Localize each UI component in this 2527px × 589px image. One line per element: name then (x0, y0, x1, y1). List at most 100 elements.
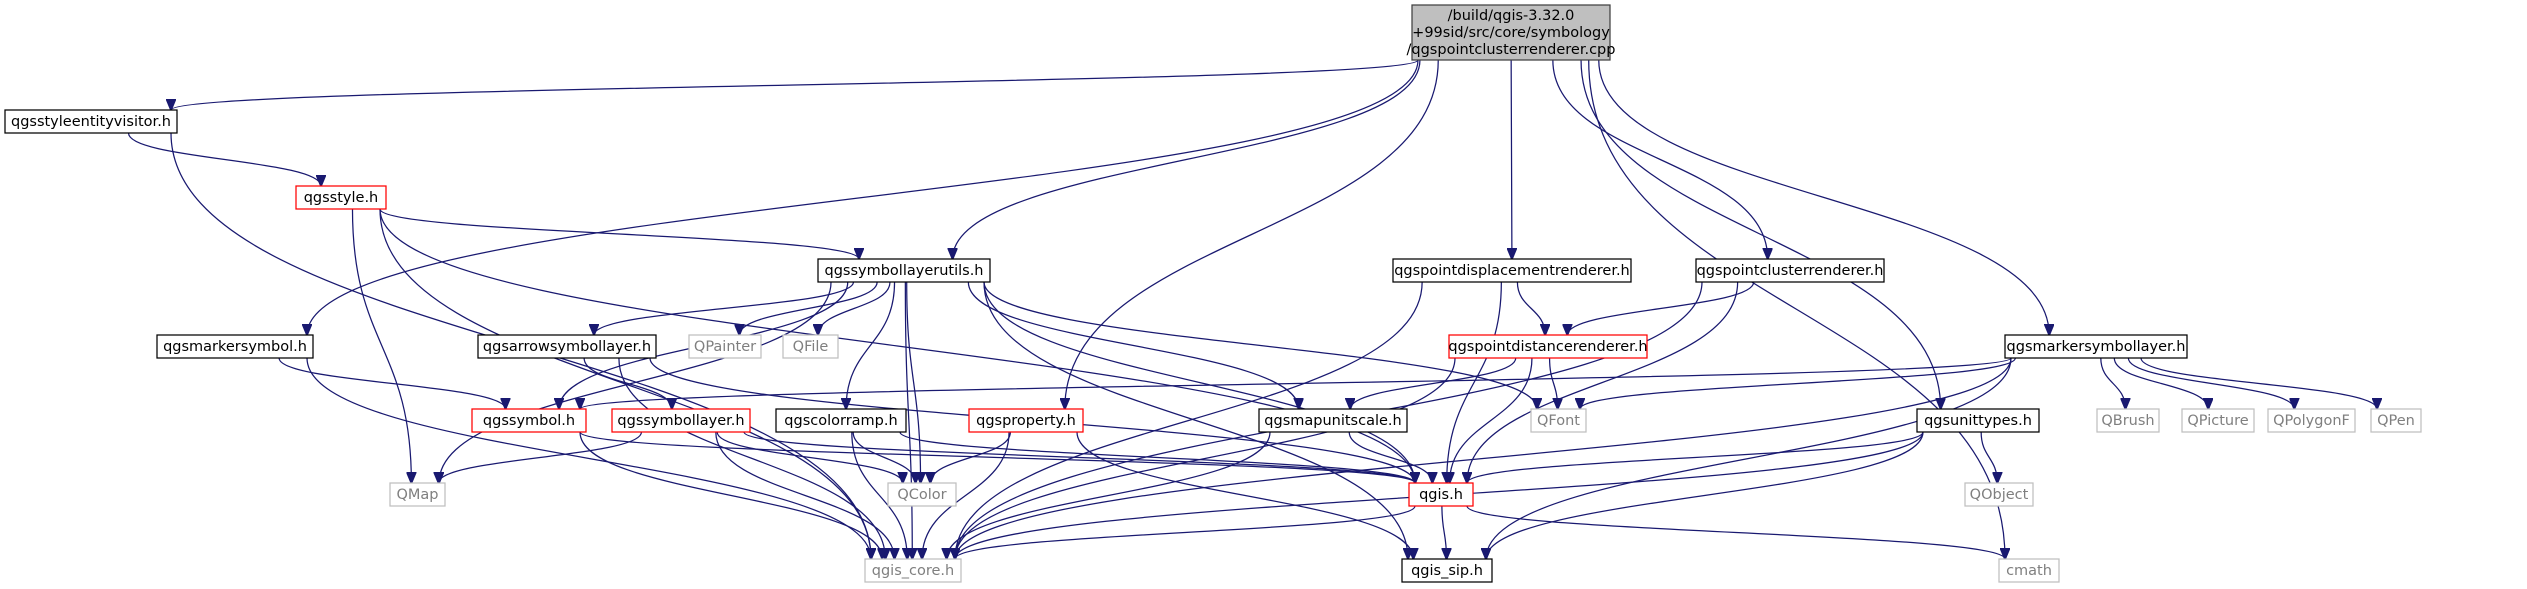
node-qgis_core[interactable]: qgis_core.h (864, 558, 962, 583)
node-qgsstyleentityvisitor[interactable]: qgsstyleentityvisitor.h (4, 109, 178, 134)
node-root-label: /build/qgis-3.32.0 (1448, 8, 1575, 24)
edge-qgsmapunitscale-to-qgis (1348, 431, 1432, 483)
node-qgsunittypes[interactable]: qgsunittypes.h (1916, 408, 2040, 433)
edge-qgssymbollayerutils-to-QMap (439, 281, 832, 483)
edge-qgsmarkersymbollayer-to-QBrush (2100, 357, 2126, 409)
node-qgsstyleentityvisitor-label: qgsstyleentityvisitor.h (11, 114, 171, 130)
node-root[interactable]: /build/qgis-3.32.0+99sid/src/core/symbol… (1407, 4, 1616, 61)
edge-root-to-qgssymbollayerutils (953, 59, 1421, 259)
node-qgis_core-label: qgis_core.h (872, 563, 954, 579)
node-qgssymbol-label: qgssymbol.h (483, 413, 575, 429)
node-qgsstyle[interactable]: qgsstyle.h (295, 185, 387, 210)
edge-qgsmarkersymbollayer-to-QFont (1580, 357, 2017, 409)
node-QFile[interactable]: QFile (782, 334, 839, 359)
edge-root-to-qgsmarkersymbollayer (1598, 59, 2049, 335)
edge-root-to-cmath (1588, 59, 2005, 559)
node-qgspointdisplacementrenderer-label: qgspointdisplacementrenderer.h (1394, 263, 1630, 279)
node-qgsarrowsymbollayer[interactable]: qgsarrowsymbollayer.h (477, 334, 657, 359)
node-qgssymbollayer-label: qgssymbollayer.h (617, 413, 744, 429)
node-qgscolorramp-label: qgscolorramp.h (784, 413, 897, 429)
node-QColor-label: QColor (897, 487, 946, 503)
node-qgssymbol[interactable]: qgssymbol.h (471, 408, 587, 433)
node-qgspointdisplacementrenderer[interactable]: qgspointdisplacementrenderer.h (1392, 258, 1632, 283)
edge-qgspointdistancerenderer-to-qgis_core (955, 357, 1456, 559)
edge-qgssymbollayerutils-to-qgsmapunitscale (967, 281, 1298, 409)
edge-qgssymbollayerutils-to-qgis (983, 281, 1415, 483)
node-qgscolorramp[interactable]: qgscolorramp.h (775, 408, 907, 433)
edge-qgspointdistancerenderer-to-qgis (1450, 357, 1533, 483)
edge-qgspointclusterrenderer-to-qgis (1467, 281, 1739, 483)
node-qgsmapunitscale-label: qgsmapunitscale.h (1264, 413, 1401, 429)
node-QBrush-box (2096, 408, 2160, 433)
node-QPainter-box (688, 334, 762, 359)
node-qgspointdistancerenderer-box (1448, 334, 1648, 359)
node-cmath[interactable]: cmath (1998, 558, 2060, 583)
node-QMap[interactable]: QMap (389, 482, 446, 507)
node-QPicture[interactable]: QPicture (2181, 408, 2255, 433)
node-qgis_sip[interactable]: qgis_sip.h (1401, 558, 1493, 583)
node-qgssymbollayerutils-box (817, 258, 991, 283)
node-qgsunittypes-label: qgsunittypes.h (1924, 413, 2032, 429)
edge-root-to-qgsmarkersymbol (307, 59, 1419, 335)
edge-qgsmarkersymbollayer-to-QPicture (2113, 357, 2208, 409)
edge-qgis-to-qgis_core (955, 505, 1416, 559)
node-QPolygonF-label: QPolygonF (2273, 413, 2350, 429)
node-qgsarrowsymbollayer-label: qgsarrowsymbollayer.h (483, 339, 651, 355)
edge-qgsstyle-to-QMap (351, 208, 411, 483)
node-QColor[interactable]: QColor (887, 482, 957, 507)
node-qgssymbollayer[interactable]: qgssymbollayer.h (611, 408, 751, 433)
node-qgsproperty-label: qgsproperty.h (976, 413, 1076, 429)
node-qgscolorramp-box (775, 408, 907, 433)
node-QObject-box (1964, 482, 2034, 507)
node-qgsunittypes-box (1916, 408, 2040, 433)
node-qgsmarkersymbollayer[interactable]: qgsmarkersymbollayer.h (2004, 334, 2188, 359)
edge-qgsmarkersymbollayer-to-qgis_sip (1486, 357, 2012, 559)
edge-qgsproperty-to-QColor (930, 431, 1012, 483)
edge-qgssymbollayerutils-to-QFile (818, 281, 891, 335)
edge-qgsarrowsymbollayer-to-qgis_core (618, 357, 885, 559)
node-qgssymbollayerutils[interactable]: qgssymbollayerutils.h (817, 258, 991, 283)
edge-qgssymbollayerutils-to-QPainter (739, 281, 878, 335)
node-QPainter-label: QPainter (694, 339, 756, 355)
node-qgsmarkersymbol-box (156, 334, 314, 359)
edge-qgis-to-cmath (1466, 505, 2005, 559)
node-QPolygonF[interactable]: QPolygonF (2267, 408, 2356, 433)
edge-qgssymbollayerutils-to-QColor (906, 281, 921, 483)
edge-qgssymbol-to-qgis (579, 431, 1415, 483)
edge-qgspointdisplacementrenderer-to-qgis_core (955, 281, 1423, 559)
node-QColor-box (887, 482, 957, 507)
node-QFont[interactable]: QFont (1530, 408, 1587, 433)
edge-qgsproperty-to-qgis_sip (1076, 431, 1413, 559)
edge-qgsunittypes-to-qgis (1467, 431, 1924, 483)
node-qgspointdistancerenderer[interactable]: qgspointdistancerenderer.h (1448, 334, 1648, 359)
edge-qgsmarkersymbollayer-to-QPolygonF (2127, 357, 2294, 409)
node-qgsstyle-label: qgsstyle.h (304, 190, 379, 206)
node-QMap-box (389, 482, 446, 507)
edge-qgspointdistancerenderer-to-QFont (1548, 357, 1558, 409)
node-QPainter[interactable]: QPainter (688, 334, 762, 359)
edge-qgsunittypes-to-qgis_sip (1486, 431, 1924, 559)
edge-qgis-to-qgis_sip (1441, 505, 1447, 559)
node-QBrush[interactable]: QBrush (2096, 408, 2160, 433)
node-QObject-label: QObject (1970, 487, 2029, 503)
node-qgsmarkersymbol[interactable]: qgsmarkersymbol.h (156, 334, 314, 359)
edge-qgssymbollayer-to-QMap (439, 431, 643, 483)
node-qgsproperty[interactable]: qgsproperty.h (968, 408, 1084, 433)
edge-qgsmapunitscale-to-qgis_core (947, 431, 1271, 559)
node-QPen[interactable]: QPen (2370, 408, 2422, 433)
node-root-label: /qgspointclusterrenderer.cpp (1407, 42, 1616, 58)
node-qgis-label: qgis.h (1419, 487, 1463, 503)
node-qgsmapunitscale[interactable]: qgsmapunitscale.h (1258, 408, 1408, 433)
node-qgis[interactable]: qgis.h (1408, 482, 1474, 507)
edge-qgspointdistancerenderer-to-qgsmapunitscale (1350, 357, 1517, 409)
edge-qgspointclusterrenderer-to-qgspointdistancerenderer (1567, 281, 1755, 335)
edge-qgsproperty-to-qgis_core (922, 431, 1010, 559)
edge-qgssymbollayer-to-qgis_core (715, 431, 895, 559)
node-QFile-label: QFile (793, 339, 829, 355)
node-qgsmarkersymbollayer-box (2004, 334, 2188, 359)
node-qgspointclusterrenderer[interactable]: qgspointclusterrenderer.h (1695, 258, 1885, 283)
node-root-label: +99sid/src/core/symbology (1412, 25, 1610, 41)
node-QObject[interactable]: QObject (1964, 482, 2034, 507)
node-QBrush-label: QBrush (2101, 413, 2154, 429)
